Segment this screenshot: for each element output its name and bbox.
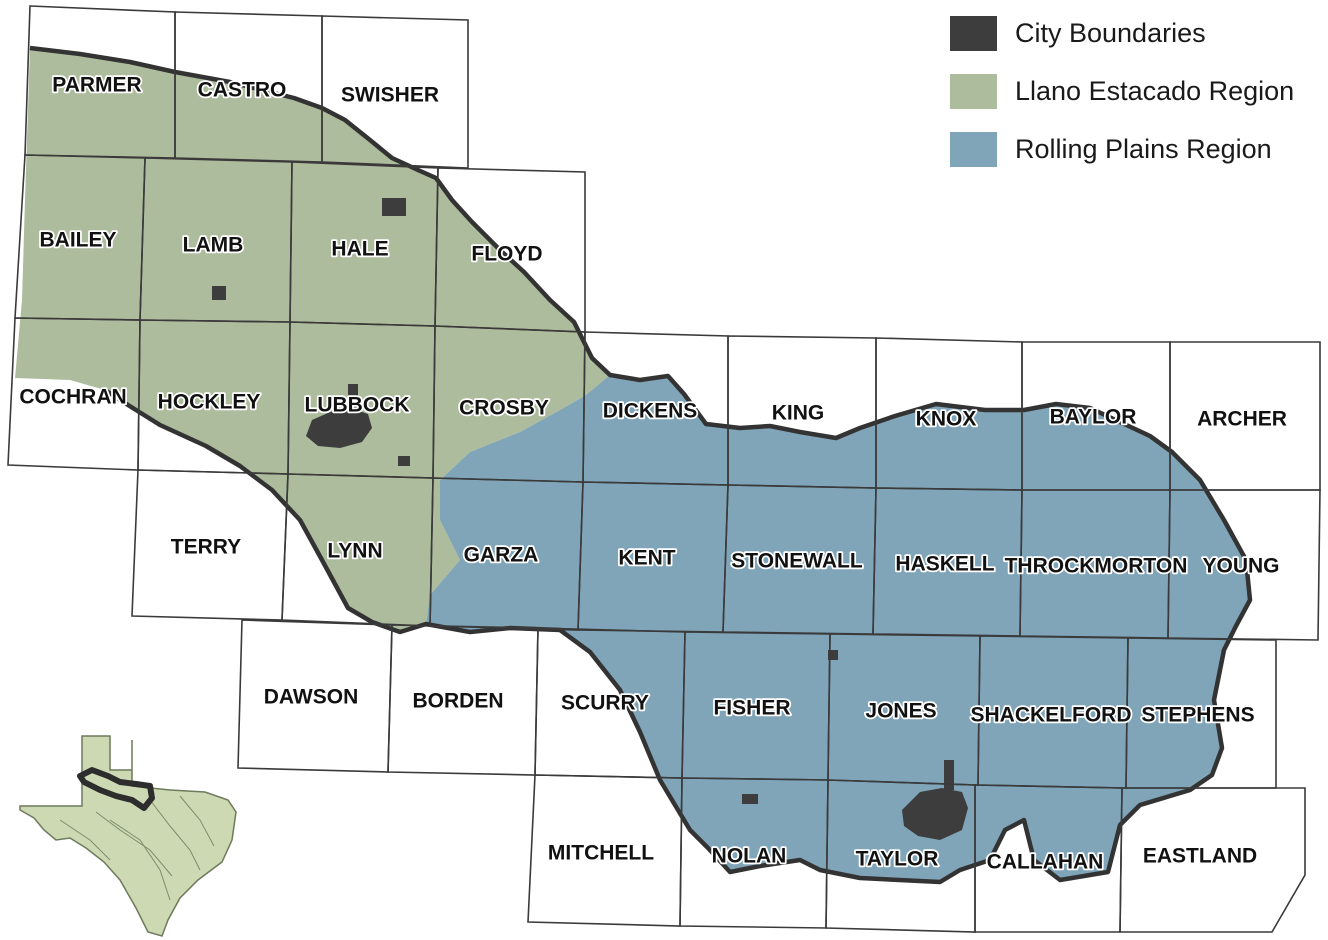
label-callahan: CALLAHAN <box>987 851 1104 874</box>
label-swisher: SWISHER <box>341 84 439 107</box>
abilene-city <box>902 788 968 840</box>
label-lynn: LYNN <box>327 540 382 563</box>
legend-swatch-city <box>950 16 997 51</box>
map-legend: City Boundaries Llano Estacado Region Ro… <box>950 14 1294 188</box>
label-terry: TERRY <box>171 536 241 559</box>
label-jones: JONES <box>865 700 936 723</box>
plainview-city <box>382 198 406 216</box>
legend-item-city-boundaries: City Boundaries <box>950 14 1294 53</box>
label-cochran: COCHRAN <box>19 386 126 409</box>
legend-label: City Boundaries <box>1015 18 1206 48</box>
label-garza: GARZA <box>464 544 539 567</box>
label-baylor: BAYLOR <box>1050 406 1137 429</box>
label-stephens: STEPHENS <box>1141 704 1254 727</box>
county-young <box>1167 489 1321 641</box>
label-lamb: LAMB <box>183 234 244 257</box>
label-floyd: FLOYD <box>471 243 542 266</box>
texas-rivers <box>59 795 215 901</box>
legend-item-rolling-plains: Rolling Plains Region <box>950 130 1294 169</box>
label-bailey: BAILEY <box>39 229 116 252</box>
legend-swatch-llano <box>950 74 997 109</box>
texas-inset-map <box>19 735 237 937</box>
label-borden: BORDEN <box>412 690 503 713</box>
label-dickens: DICKENS <box>603 400 698 423</box>
label-haskell: HASKELL <box>895 553 994 576</box>
label-dawson: DAWSON <box>264 686 359 709</box>
stamford-city <box>828 650 838 660</box>
label-young: YOUNG <box>1202 555 1279 578</box>
label-mitchell: MITCHELL <box>548 842 654 865</box>
label-eastland: EASTLAND <box>1143 845 1257 868</box>
label-knox: KNOX <box>916 408 977 431</box>
label-nolan: NOLAN <box>712 845 787 868</box>
label-kent: KENT <box>618 547 675 570</box>
label-hale: HALE <box>331 238 388 261</box>
sweetwater-city <box>742 794 758 804</box>
lubbock-city-north <box>348 384 358 408</box>
littlefield-city <box>212 286 226 300</box>
label-castro: CASTRO <box>198 79 287 102</box>
slaton-city <box>398 456 410 466</box>
label-fisher: FISHER <box>713 697 790 720</box>
legend-item-llano-estacado: Llano Estacado Region <box>950 72 1294 111</box>
label-crosby: CROSBY <box>459 397 549 420</box>
label-parmer: PARMER <box>52 74 141 97</box>
label-scurry: SCURRY <box>561 692 649 715</box>
county-boundaries <box>7 5 1321 933</box>
texas-shape <box>19 735 237 937</box>
legend-label: Rolling Plains Region <box>1015 134 1272 164</box>
lubbock-city <box>306 408 372 448</box>
label-archer: ARCHER <box>1197 408 1287 431</box>
rolling-plains-region <box>426 375 1250 882</box>
label-stonewall: STONEWALL <box>731 550 863 573</box>
county-eastland <box>1119 787 1306 933</box>
county-labels: PARMER CASTRO SWISHER BAILEY LAMB HALE F… <box>18 72 1289 876</box>
county-swisher <box>321 15 469 169</box>
regions <box>15 48 1250 882</box>
label-hockley: HOCKLEY <box>158 391 261 414</box>
label-taylor: TAYLOR <box>856 848 939 871</box>
inset-study-area <box>77 767 155 811</box>
abilene-city-north <box>944 760 954 790</box>
city-boundaries <box>212 198 968 840</box>
llano-estacado-region <box>15 48 610 632</box>
label-king: KING <box>772 402 825 425</box>
label-throckmorton: THROCKMORTON <box>1005 555 1188 578</box>
legend-label: Llano Estacado Region <box>1015 76 1295 106</box>
label-shackelford: SHACKELFORD <box>971 704 1132 727</box>
legend-swatch-rolling <box>950 132 997 167</box>
label-lubbock: LUBBOCK <box>305 394 410 417</box>
